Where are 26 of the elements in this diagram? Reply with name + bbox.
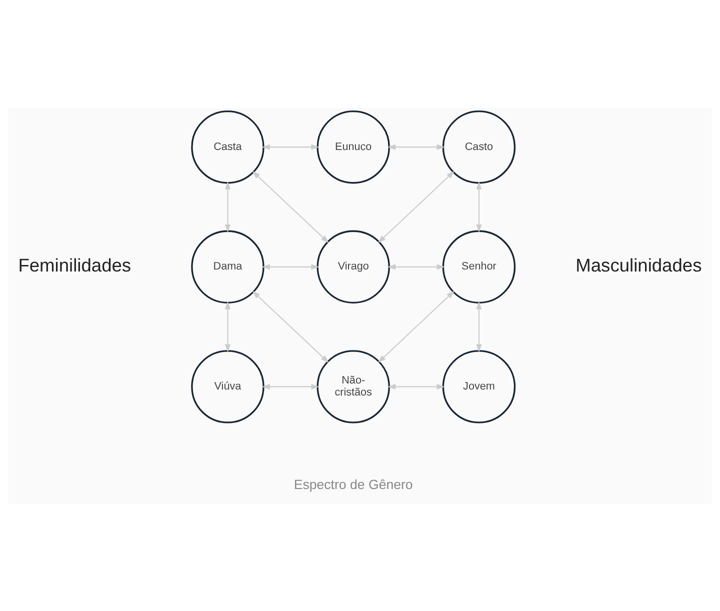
node-circle: Viúva (191, 350, 264, 423)
arrow (388, 383, 445, 389)
arrow (388, 144, 445, 150)
arrow (224, 180, 231, 232)
node-circle: Senhor (442, 230, 516, 303)
arrow (262, 264, 320, 270)
arrow (378, 170, 454, 243)
node-circle: Eunuco (316, 110, 390, 184)
node-circle: Jovem (442, 350, 516, 423)
node-circle: Casta (191, 110, 264, 184)
label: Espectro de Gênero (294, 476, 413, 492)
arrow (224, 300, 231, 352)
arrow (388, 264, 445, 270)
arrow (252, 170, 329, 243)
node-circle: Virago (316, 230, 390, 303)
label: Feminilidades (18, 254, 132, 276)
node-circle: Casto (442, 110, 516, 184)
arrow (476, 180, 482, 232)
arrow (262, 383, 320, 389)
node-circle: Dama (191, 230, 264, 303)
arrow (476, 300, 482, 352)
arrow (252, 290, 329, 362)
node-circle: Não- cristãos (316, 350, 390, 423)
arrow (262, 144, 320, 150)
label: Masculinidades (576, 254, 702, 276)
arrow (378, 290, 454, 362)
